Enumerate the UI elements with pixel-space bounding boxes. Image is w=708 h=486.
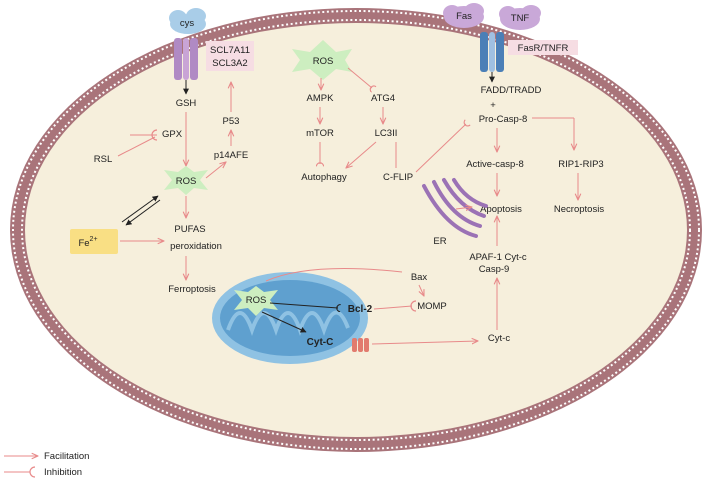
mtor-label: mTOR [306, 128, 334, 139]
iron-to-ros-arrow [121, 195, 159, 223]
ros-star-icon-autophagy [292, 40, 352, 80]
ros-label-mito: ROS [246, 295, 267, 306]
transporter-label-box [206, 41, 254, 71]
apaf-label: APAF-1 Cyt-c [469, 252, 527, 263]
er-icon [422, 178, 488, 238]
scl3a2-label: SCL3A2 [212, 58, 247, 69]
fasr-tnfr-label: FasR/TNFR [518, 43, 569, 54]
ros-inhibits-atg4-line [347, 67, 372, 88]
momp-bcl2-line [373, 305, 413, 310]
er-label: ER [433, 236, 446, 247]
active-casp8-label: Active-casp-8 [466, 159, 524, 170]
mitochondrion-icon [212, 272, 368, 364]
tnf-label: TNF [511, 13, 530, 24]
lc3ii-to-autophagy-arrow [346, 141, 377, 168]
ros-to-p14afe-arrow [205, 162, 226, 179]
fas-label: Fas [456, 11, 472, 22]
cytc-mito-label: Cyt-C [307, 337, 334, 348]
cys-label: cys [180, 18, 195, 29]
ros-to-cytc-arrow [261, 311, 307, 333]
ampk-label: AMPK [307, 93, 335, 104]
ros-label-autophagy: ROS [313, 56, 334, 67]
cys-cloud-icon [169, 8, 206, 34]
bcl2-label: Bcl-2 [348, 304, 373, 315]
bax-label: Bax [411, 272, 428, 283]
legend-facilitation-label: Facilitation [44, 451, 89, 462]
cflip-label: C-FLIP [383, 172, 413, 183]
bax-to-momp-arrow [419, 284, 424, 296]
ros-to-iron-arrow [125, 199, 161, 226]
momp-label: MOMP [417, 301, 447, 312]
p14afe-label: p14AFE [214, 150, 248, 161]
plus-label: + [490, 100, 496, 111]
procasp8-label: Pro-Casp-8 [479, 114, 528, 125]
legend-inhibition-marker [29, 466, 36, 478]
lc3ii-label: LC3II [375, 128, 398, 139]
cflip-inhibits-procasp8-line [415, 124, 466, 173]
er-to-apoptosis-arrow [455, 207, 472, 209]
iron-label: Fe2+ [78, 236, 97, 249]
apoptosis-label: Apoptosis [480, 204, 522, 215]
receptor-label-box [508, 40, 578, 55]
fadd-tradd-label: FADD/TRADD [481, 85, 542, 96]
legend-inhibition-label: Inhibition [44, 467, 82, 478]
peroxidation-label: peroxidation [170, 241, 222, 252]
fasr-receptor-icon [480, 32, 504, 72]
mito-to-cytc-arrow [371, 341, 478, 345]
necroptosis-label: Necroptosis [554, 204, 604, 215]
gsh-label: GSH [176, 98, 197, 109]
ros-label-ferroptosis: ROS [176, 176, 197, 187]
cytc-out-label: Cyt-c [488, 333, 510, 344]
cell-membrane [10, 8, 702, 452]
iron-box [70, 229, 118, 254]
ros-star-icon-mito [234, 286, 278, 316]
bcl2-inhibits-momp-marker [410, 300, 417, 312]
scl7a11-label: SCL7A11 [210, 45, 250, 56]
p53-label: P53 [223, 116, 240, 127]
rip-label: RIP1-RIP3 [558, 159, 603, 170]
rsl-label: RSL [94, 154, 112, 165]
tnf-cloud-icon [499, 5, 541, 30]
rsl-to-gpx-line [117, 136, 156, 157]
pufas-label: PUFAS [174, 224, 205, 235]
autophagy-label: Autophagy [301, 172, 347, 183]
gpx-label: GPX [162, 129, 183, 140]
ros-star-icon [164, 166, 208, 195]
atg4-label: ATG4 [371, 93, 395, 104]
bax-link-line [265, 268, 403, 282]
scl7a11-transporter-icon [174, 38, 198, 80]
mito-pore-icon [352, 338, 369, 352]
casp9-label: Casp-9 [479, 264, 510, 275]
fas-cloud-icon [443, 3, 484, 28]
ros-inhibits-bcl2-line [269, 302, 338, 308]
ferroptosis-label: Ferroptosis [168, 284, 216, 295]
rsl-inhibits-gpx-marker [151, 129, 158, 141]
